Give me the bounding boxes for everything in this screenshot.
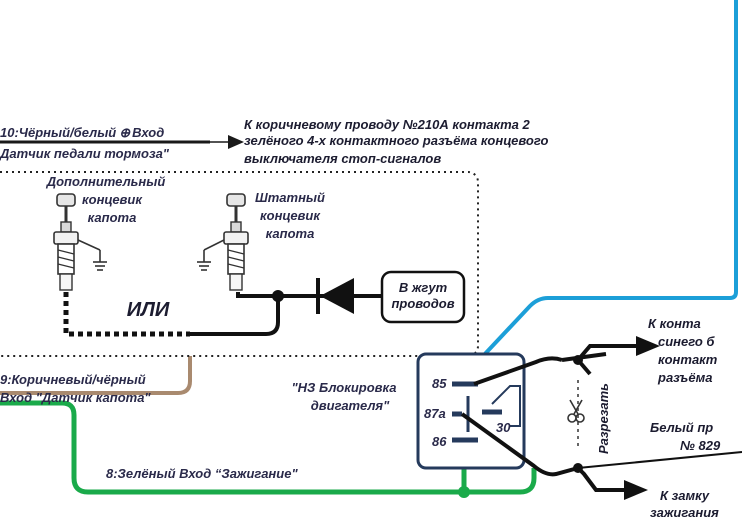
brake-wire-label: 10:Чёрный/белый⊕Вход	[0, 125, 164, 140]
relay-pin-86-label: 86	[432, 434, 447, 449]
relay-title-1: "НЗ Блокировка	[292, 380, 397, 395]
brown-wire	[0, 356, 192, 395]
scissors-icon	[567, 399, 585, 423]
relay-upper-wire	[473, 356, 563, 386]
diode-icon	[316, 278, 354, 314]
stock-switch-label-2: концевик	[260, 208, 321, 223]
relay-lower-wire	[460, 412, 579, 477]
lock-label-2: зажигания	[650, 505, 719, 518]
hood-wire-label-2: Вход "Датчик капота"	[0, 390, 151, 405]
blue-wire	[466, 0, 738, 374]
brake-target-note-3: выключателя стоп-сигналов	[244, 151, 441, 166]
junction-dot	[272, 290, 284, 302]
contact-note-1: К конта	[648, 316, 701, 331]
extra-hood-switch-icon	[53, 193, 107, 291]
stock-switch-wire	[236, 292, 420, 298]
contact-note-3: контакт	[658, 352, 718, 367]
stock-switch-label-3: капота	[266, 226, 315, 241]
green-wire	[0, 400, 537, 495]
ignition-wire-label: 8:Зелёный Вход “Зажигание"	[106, 466, 298, 481]
extra-switch-label-3: капота	[88, 210, 137, 225]
harness-label-2: проводов	[391, 296, 454, 311]
brake-wire-label-2: Датчик педали тормоза"	[0, 146, 170, 161]
junction-down-wire	[190, 296, 280, 336]
relay-contact	[491, 385, 521, 427]
lower-junction-wire	[576, 466, 626, 492]
stock-hood-switch-icon	[197, 193, 249, 291]
contact-note-4: разъёма	[657, 370, 712, 385]
relay-pin-30-label: 30	[496, 420, 511, 435]
extra-switch-dotted-wire	[63, 292, 190, 337]
brake-arrowhead	[228, 135, 244, 149]
harness-box	[380, 270, 466, 324]
relay-pin-85-label: 85	[432, 376, 447, 391]
hood-wire-label-1: 9:Коричневый/чёрный	[0, 372, 146, 387]
lock-label-1: К замку	[660, 488, 710, 503]
cut-label: Разрезать	[596, 383, 611, 454]
brake-target-note-1: К коричневому проводу №210А контакта 2	[244, 117, 531, 132]
white-wire-line	[577, 451, 742, 469]
upper-branch	[576, 344, 636, 362]
upper-cut-wire	[561, 352, 607, 362]
harness-label-1: В жгут	[399, 280, 448, 295]
relay-title-2: двигателя"	[311, 398, 390, 413]
relay-pin-87a-label: 87a	[424, 406, 446, 421]
green-junction	[458, 486, 470, 498]
upper-junction	[573, 355, 583, 365]
lower-arrowhead	[624, 480, 648, 500]
stock-switch-label-1: Штатный	[255, 190, 325, 205]
extra-switch-label-1: Дополнительный	[46, 174, 166, 189]
white-wire-label-2: № 829	[680, 438, 721, 453]
switch-group-box	[0, 171, 479, 357]
upper-arrowhead	[636, 336, 660, 356]
or-label: ИЛИ	[127, 299, 170, 321]
contact-note-2: синего б	[658, 334, 715, 349]
extra-switch-label-2: концевик	[82, 192, 143, 207]
white-wire-label-1: Белый пр	[650, 420, 713, 435]
brake-target-note-2: зелёного 4-х контактного разъёма концево…	[244, 133, 548, 148]
